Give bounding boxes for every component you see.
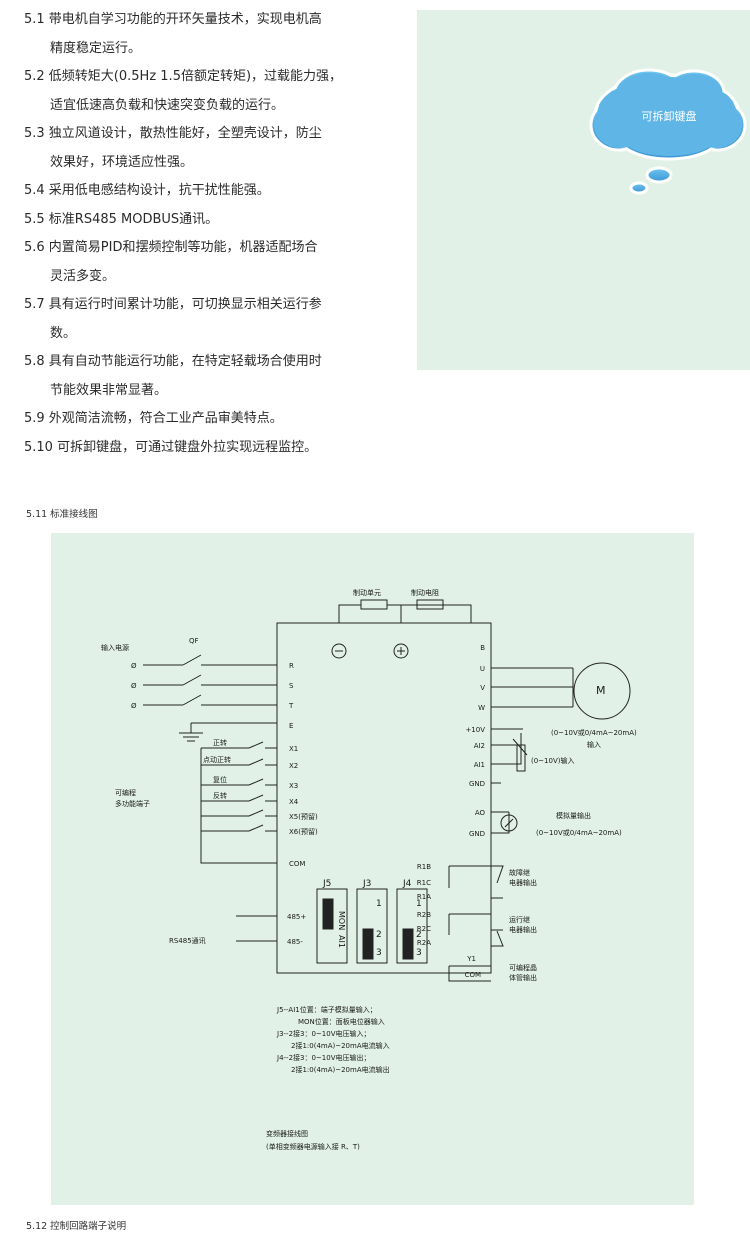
terminal-label: COM (289, 860, 305, 868)
analog-out-label: 模拟量输出 (556, 811, 591, 820)
cloud-label: 可拆卸键盘 (642, 109, 697, 123)
brake-resistor-label: 制动电阻 (411, 588, 439, 597)
cloud-callout: 可拆卸键盘 (589, 68, 747, 195)
feature-item: 5.6 内置简易PID和摆频控制等功能，机器适配场合灵活多变。 (24, 240, 318, 284)
brake-resistor-box (416, 599, 444, 610)
j5-mon: MON (337, 911, 346, 930)
wiring-diagram: 制动单元 制动电阻 输入电源 QF Ø Ø Ø R S T E X1 X2 X3… (51, 533, 694, 1205)
phase-symbol: Ø (131, 662, 137, 670)
input-power-label: 输入电源 (101, 643, 129, 652)
terminal-label: B (480, 644, 485, 652)
feature-item: 5.1 带电机自学习功能的开环矢量技术，实现电机高精度稳定运行。 (24, 12, 322, 56)
section-heading: 5.11 标准接线图 (26, 509, 98, 520)
terminal-label: AI2 (474, 742, 485, 750)
brake-unit-label: 制动单元 (353, 588, 381, 597)
jumper-note: J3--2接3：0~10V电压输入； (276, 1029, 371, 1038)
x-label: 复位 (213, 775, 227, 784)
run-relay-label: 电器输出 (509, 925, 537, 934)
feature-item: 5.9 外观简洁流畅，符合工业产品审美特点。 (24, 411, 283, 426)
feature-item: 5.4 采用低电感结构设计，抗干扰性能强。 (24, 183, 270, 198)
j5-ai1: AI1 (337, 935, 346, 948)
programmable-label: 多功能端子 (115, 799, 150, 808)
ai2-range: (0~10V或0/4mA~20mA) (551, 728, 637, 737)
dc-plus-terminal (393, 643, 409, 659)
terminal-label: R2B (417, 911, 431, 919)
pin-label: 2 (376, 930, 382, 940)
jumper-note: 2接1:0(4mA)~20mA电流输入 (291, 1041, 390, 1050)
terminal-label: U (480, 665, 485, 673)
section-heading: 5.12 控制回路端子说明 (26, 1221, 127, 1232)
feature-item: 5.2 低频转矩大(0.5Hz 1.5倍额定转矩)，过载能力强，适宜低速高负载和… (24, 69, 343, 113)
terminal-label: R1C (417, 879, 431, 887)
jumper-note: 2接1:0(4mA)~20mA电流输出 (291, 1065, 390, 1074)
jumper-note: MON位置：面板电位器输入 (298, 1017, 385, 1026)
terminal-label: +10V (465, 726, 485, 734)
ao-range: (0~10V或0/4mA~20mA) (536, 828, 622, 837)
fault-relay-label: 故障继 (509, 868, 530, 877)
pin-label: 1 (376, 899, 382, 909)
jumper-label: J5 (322, 879, 331, 889)
terminal-label: COM (465, 971, 481, 979)
terminal-label: AI1 (474, 761, 485, 769)
product-image-panel: 可拆卸键盘 (417, 10, 750, 370)
run-relay-label: 运行继 (509, 915, 530, 924)
ai2-input: 输入 (587, 740, 601, 749)
terminal-label: V (480, 684, 485, 692)
diagram-caption: 变频器接线图 (266, 1129, 308, 1138)
terminal-label: X3 (289, 782, 298, 790)
pin-label: 2 (416, 930, 422, 940)
fault-relay-label: 电器输出 (509, 878, 537, 887)
dc-minus-terminal (331, 643, 347, 659)
x-label: 正转 (213, 738, 227, 747)
terminal-label: X5(预留) (289, 812, 318, 821)
terminal-label: AO (475, 809, 486, 817)
terminal-label: R1A (417, 893, 431, 901)
ao-meter (500, 814, 518, 832)
phase-symbol: Ø (131, 702, 137, 710)
terminal-label: E (289, 722, 293, 730)
feature-item: 5.8 具有自动节能运行功能，在特定轻载场合使用时节能效果非常显著。 (24, 354, 322, 398)
jumper-note: J5--AI1位置：端子模拟量输入； (276, 1005, 377, 1014)
prog-out-label: 体管输出 (509, 973, 537, 982)
terminal-label: X6(预留) (289, 827, 318, 836)
x-label: 点动正转 (203, 755, 231, 764)
rs485-label: RS485通讯 (169, 936, 206, 945)
pin-label: 1 (416, 899, 422, 909)
programmable-label: 可编程 (115, 788, 136, 797)
terminal-label: X4 (289, 798, 299, 806)
terminal-label: GND (469, 830, 485, 838)
terminal-label: X1 (289, 745, 298, 753)
terminal-label: 485+ (287, 913, 306, 921)
pin-label: 3 (416, 948, 422, 958)
phase-symbol: Ø (131, 682, 137, 690)
diagram-caption: (单相变频器电源输入接 R、T) (266, 1142, 360, 1151)
pin-label: 3 (376, 948, 382, 958)
feature-item: 5.10 可拆卸键盘，可通过键盘外拉实现远程监控。 (24, 439, 318, 455)
jumper-label: J4 (402, 879, 412, 889)
terminal-label: W (478, 704, 485, 712)
feature-item: 5.5 标准RS485 MODBUS通讯。 (24, 211, 219, 227)
terminal-label: 485- (287, 938, 303, 946)
terminal-label: X2 (289, 762, 298, 770)
prog-out-label: 可编程晶 (509, 963, 537, 972)
terminal-label: GND (469, 780, 485, 788)
jumper-label: J3 (362, 879, 371, 889)
x-label: 反转 (213, 791, 227, 800)
brake-unit-box (360, 599, 388, 610)
terminal-label: Y1 (466, 955, 476, 963)
terminal-label: R2C (417, 925, 431, 933)
qf-label: QF (189, 637, 199, 645)
terminal-label: R1B (417, 863, 431, 871)
motor-label: M (596, 684, 606, 697)
terminal-label: S (289, 682, 294, 690)
ai1-input: (0~10V)输入 (531, 756, 574, 765)
terminal-label: T (288, 702, 294, 710)
terminal-label: R (289, 662, 294, 670)
feature-item: 5.7 具有运行时间累计功能，可切换显示相关运行参数。 (24, 297, 322, 341)
feature-item: 5.3 独立风道设计，散热性能好，全塑壳设计，防尘效果好，环境适应性强。 (24, 126, 322, 170)
jumper-note: J4--2接3：0~10V电压输出； (276, 1053, 371, 1062)
feature-list: 5.1 带电机自学习功能的开环矢量技术，实现电机高精度稳定运行。 5.2 低频转… (24, 6, 396, 462)
terminal-label: R2A (417, 939, 431, 947)
